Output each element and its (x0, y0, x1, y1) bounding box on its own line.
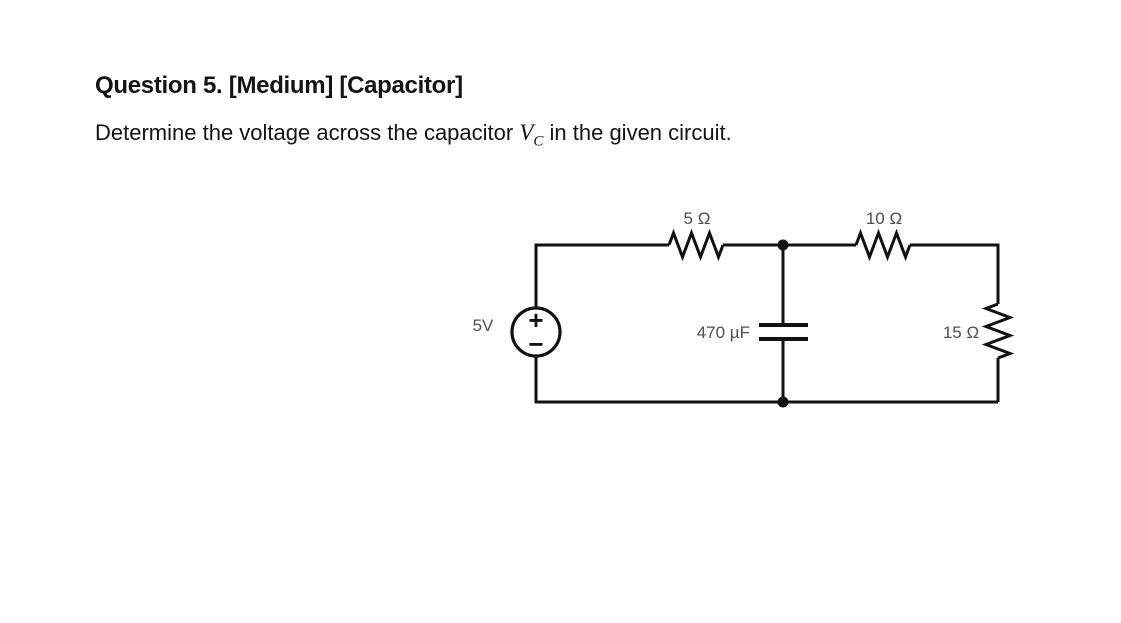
resistor-5ohm (667, 228, 725, 262)
capacitor-voltage-symbol: VC (519, 120, 543, 149)
wire-bottom (534, 356, 998, 404)
circuit-diagram: + − 5V 5 Ω 10 Ω 470 µF 15 Ω (473, 209, 1015, 408)
question-text-after: in the given circuit. (543, 120, 732, 145)
resistor-5ohm-label: 5 Ω (684, 209, 711, 228)
resistor-15ohm-label: 15 Ω (943, 323, 979, 342)
plus-icon: + (528, 305, 543, 335)
resistor-10ohm-label: 10 Ω (866, 209, 902, 228)
resistor-10ohm (854, 228, 912, 262)
question-text: Determine the voltage across the capacit… (95, 120, 732, 149)
capacitor (759, 323, 808, 341)
capacitor-value-label: 470 µF (697, 323, 750, 342)
question-text-before: Determine the voltage across the capacit… (95, 120, 520, 145)
minus-icon: − (528, 329, 543, 359)
resistor-15ohm (981, 302, 1015, 360)
voltage-source: + − (510, 305, 562, 359)
question-heading: Question 5. [Medium] [Capacitor] (95, 72, 463, 99)
source-value-label: 5V (473, 316, 494, 335)
wire-left-top (534, 243, 669, 308)
voltage-source-circle (510, 306, 562, 358)
math-variable: V (519, 120, 534, 145)
junction-dot-bottom (777, 396, 789, 408)
wire-top-right (910, 243, 1000, 304)
math-subscript: C (533, 133, 544, 150)
junction-dot-top (777, 239, 789, 251)
